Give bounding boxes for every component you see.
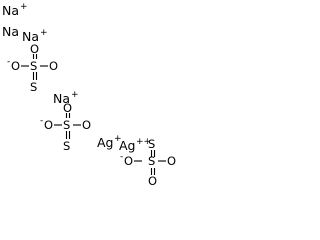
oxygen-right: O [49, 59, 58, 73]
thiosulfate-anion-1: - O S O O S [7, 42, 58, 94]
silver-symbol: Ag [97, 135, 114, 150]
oxygen-left: O [124, 154, 133, 168]
sulfur-center: S [148, 154, 155, 168]
oxygen-left: O [11, 59, 20, 73]
oxygen-bottom: O [148, 174, 157, 186]
sodium-symbol: Na [2, 3, 19, 18]
thiosulfate-anion-2: - O S O O S [40, 101, 91, 153]
oxygen-charge: - [40, 116, 43, 126]
thio-sulfur: S [30, 80, 37, 94]
thio-sulfur: S [148, 137, 155, 151]
thio-sulfur: S [63, 139, 70, 153]
oxygen-right: O [167, 154, 176, 168]
sodium-ion-4: Na + [53, 90, 79, 106]
chemical-structure: Na + Na Na + - O S O O S Na + - O S O [2, 2, 176, 186]
sodium-symbol: Na [53, 91, 70, 106]
structure-canvas: Na + Na Na + - O S O O S Na + - O S O [0, 0, 181, 186]
sodium-charge: + [20, 2, 28, 12]
silver-charge: ++ [136, 137, 151, 147]
oxygen-top: O [63, 101, 72, 115]
sodium-ion-3: Na + [22, 28, 48, 44]
sulfur-center: S [30, 59, 37, 73]
silver-ion-1: Ag + [97, 134, 122, 150]
silver-symbol: Ag [119, 138, 136, 153]
sodium-ion-2: Na [2, 24, 19, 39]
silver-charge: + [114, 134, 122, 144]
sodium-symbol: Na [2, 24, 19, 39]
oxygen-left: O [44, 118, 53, 132]
oxygen-right: O [82, 118, 91, 132]
oxygen-top: O [30, 42, 39, 56]
sodium-symbol: Na [22, 29, 39, 44]
sodium-ion-1: Na + [2, 2, 28, 18]
sodium-charge: + [40, 28, 48, 38]
thiosulfate-anion-3: S - O S O O [120, 137, 176, 186]
oxygen-charge: - [120, 152, 123, 162]
silver-ion-2: Ag ++ [119, 137, 151, 153]
oxygen-charge: - [7, 57, 10, 67]
sulfur-center: S [63, 118, 70, 132]
sodium-charge: + [71, 90, 79, 100]
